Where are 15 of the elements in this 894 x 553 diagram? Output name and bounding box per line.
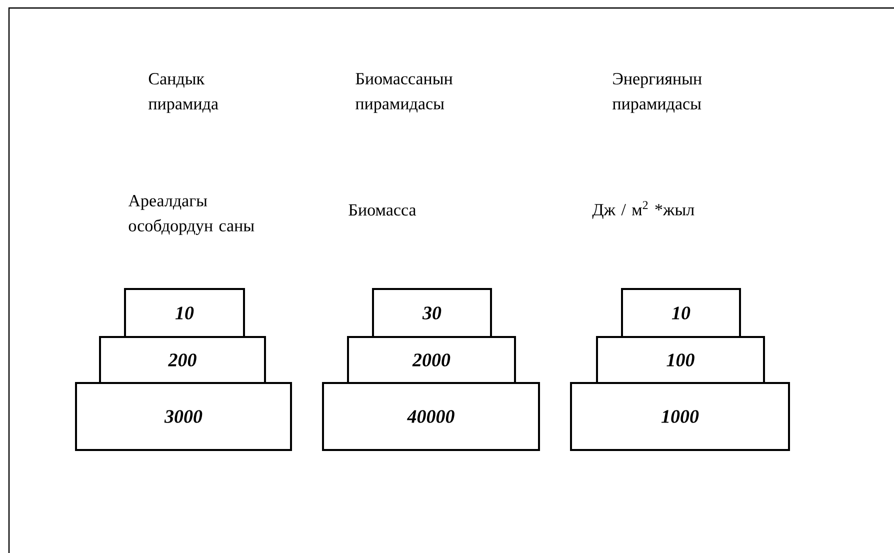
column-heading: Энергиянын пирамидасы xyxy=(612,73,702,113)
pyramid-level-box: 10 xyxy=(621,288,741,338)
pyramid-level-box: 3000 xyxy=(75,382,292,451)
column-heading: Сандык пирамида xyxy=(148,73,218,113)
pyramid-level-box: 30 xyxy=(372,288,492,338)
unit-label: Ареалдагы особдордун саны xyxy=(128,195,254,235)
pyramid-level-box: 200 xyxy=(99,336,266,384)
pyramid-level-box: 100 xyxy=(596,336,765,384)
column-heading: Биомассанын пирамидасы xyxy=(356,73,452,113)
unit-label: Биомасса xyxy=(348,204,416,216)
pyramid-level-box: 2000 xyxy=(347,336,516,384)
pyramid-level-box: 1000 xyxy=(570,382,790,451)
pyramid-level-box: 10 xyxy=(124,288,245,338)
unit-label: Дж / м$^{2}$ *жыл xyxy=(592,201,694,219)
pyramid-level-box: 40000 xyxy=(322,382,540,451)
